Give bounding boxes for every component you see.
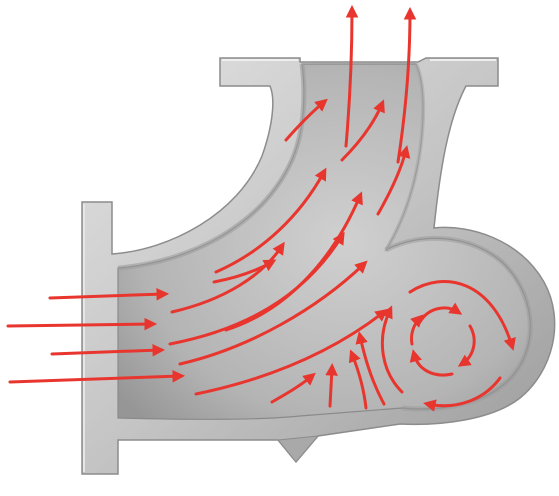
- low-flow-arrow: [330, 368, 332, 406]
- inlet-arrow: [8, 324, 152, 326]
- drain-tip: [278, 436, 318, 462]
